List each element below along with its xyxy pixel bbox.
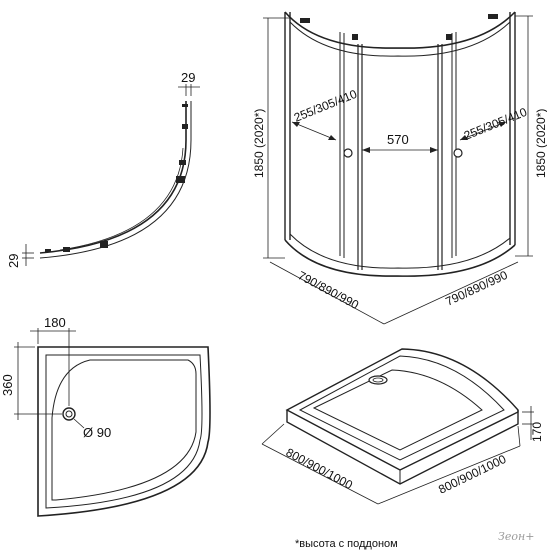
enclosure-top-view: 29 29 xyxy=(6,70,200,268)
drain-offset-x-label: 180 xyxy=(44,315,66,330)
door-left-width-label: 255/305/410 xyxy=(292,87,359,125)
height-left-label: 1850 (2020*) xyxy=(252,109,266,178)
footnote: *высота с поддоном xyxy=(295,538,398,550)
drain-offset-y-label: 360 xyxy=(0,374,15,396)
tray-height-label: 170 xyxy=(530,422,544,442)
tray-plan-view: 180 360 Ø 90 xyxy=(0,315,211,517)
enclosure-front-view: 1850 (2020*) 1850 (2020*) 255/305/410 xyxy=(252,11,547,325)
tray-size-right-label: 800/900/1000 xyxy=(436,452,508,497)
drain-diameter-label: Ø 90 xyxy=(83,425,111,440)
top-view-width-label: 29 xyxy=(181,70,195,85)
opening-width-label: 570 xyxy=(387,132,409,147)
tray-size-left-label: 800/900/1000 xyxy=(284,445,356,492)
base-right-width-label: 790/890/990 xyxy=(443,268,510,309)
door-right-width-label: 255/305/410 xyxy=(462,105,529,143)
tray-isometric-view: 170 800/900/1000 800/900/1000 xyxy=(261,348,544,505)
top-view-height-label: 29 xyxy=(6,254,21,268)
height-right-label: 1850 (2020*) xyxy=(534,109,547,178)
base-left-width-label: 790/890/990 xyxy=(296,268,362,312)
watermark: Зеон+ xyxy=(498,530,534,543)
